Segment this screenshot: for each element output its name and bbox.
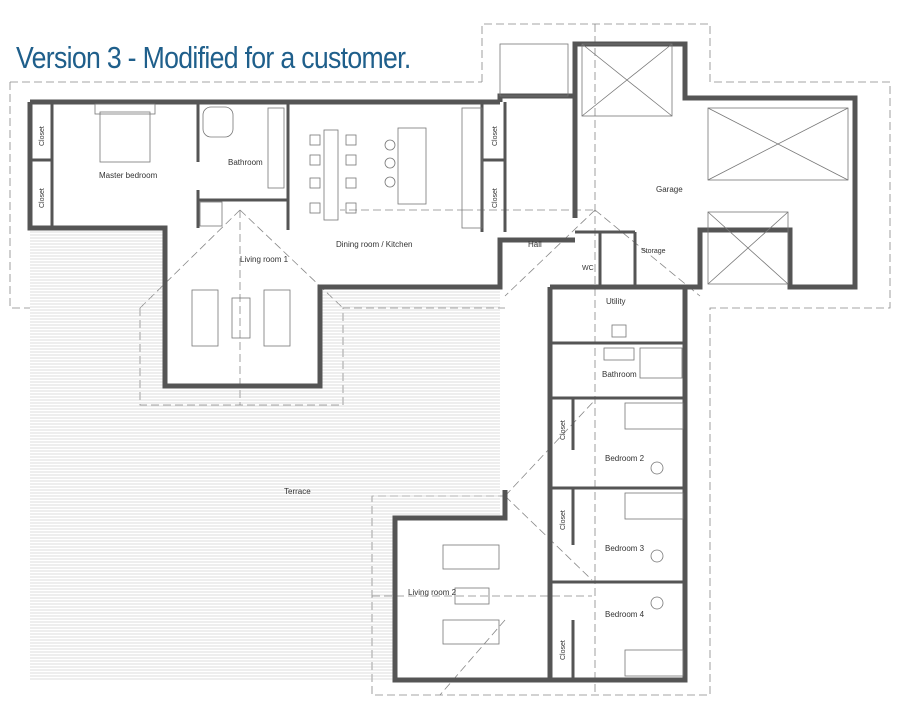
storage-label: Storage — [641, 248, 666, 255]
closet-label: Closet — [492, 126, 499, 146]
living-room-2-label: Living room 2 — [408, 588, 457, 597]
terrace-deck — [30, 231, 500, 680]
bathroom-label: Bathroom — [228, 158, 263, 167]
wc-label: WC — [582, 265, 594, 272]
bedroom-2-label: Bedroom 2 — [605, 454, 645, 463]
living-room-1-label: Living room 1 — [240, 255, 289, 264]
dining-kitchen-label: Dining room / Kitchen — [336, 240, 412, 249]
furniture — [94, 43, 849, 677]
bedroom-4-label: Bedroom 4 — [605, 610, 645, 619]
master-bedroom-label: Master bedroom — [99, 171, 158, 180]
terrace-label: Terrace — [284, 487, 311, 496]
closet-label: Closet — [560, 640, 567, 660]
bathroom-2-label: Bathroom — [602, 370, 637, 379]
plan-title: Version 3 - Modified for a customer. — [16, 40, 411, 75]
utility-label: Utility — [606, 297, 626, 306]
room-labels: Closet Closet Master bedroom Bathroom Li… — [39, 126, 683, 660]
closet-label: Closet — [560, 510, 567, 530]
exterior-walls — [27, 41, 858, 683]
closet-label: Closet — [560, 420, 567, 440]
garage-label: Garage — [656, 185, 683, 194]
closet-label: Closet — [492, 188, 499, 208]
closet-label: Closet — [39, 188, 46, 208]
hall-label: Hall — [528, 240, 542, 249]
bedroom-3-label: Bedroom 3 — [605, 544, 645, 553]
closet-label: Closet — [39, 126, 46, 146]
